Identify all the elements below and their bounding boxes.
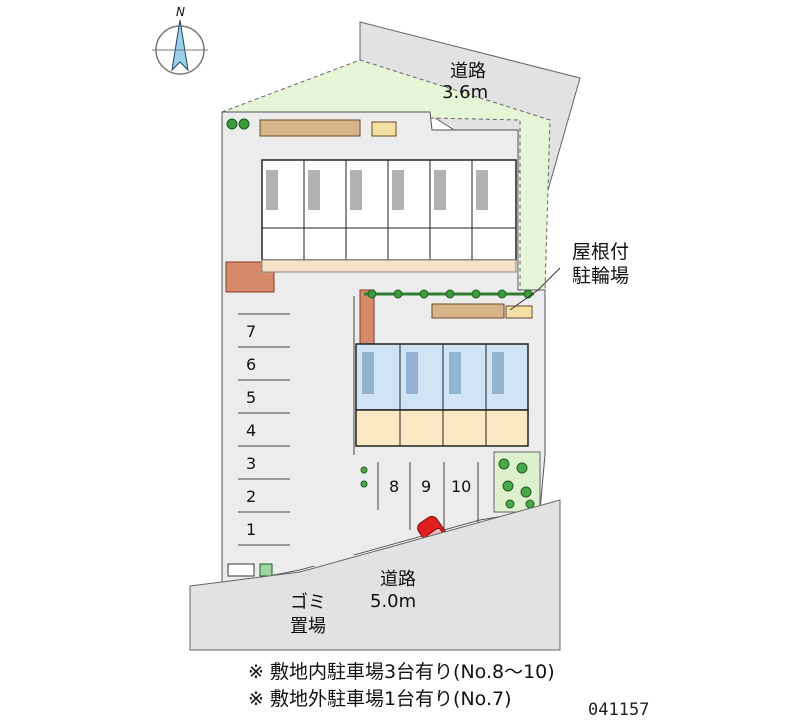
parking-stall-5: 5 <box>246 388 256 407</box>
building-lower <box>355 343 529 447</box>
north-road-name: 道路 <box>450 61 486 82</box>
bicycle-roof-label-2: 駐輪場 <box>572 265 629 287</box>
parking-note-offsite: ※ 敷地外駐車場1台有り(No.7) <box>248 688 512 710</box>
bicycle-roof-label-1: 屋根付 <box>572 241 629 263</box>
tree-icon <box>226 118 533 299</box>
planter-north <box>259 119 361 137</box>
parking-stall-10: 10 <box>451 477 471 496</box>
bike-rack-north <box>371 121 397 137</box>
parking-stall-9: 9 <box>421 477 431 496</box>
parking-note-onsite: ※ 敷地内駐車場3台有り(No.8～10) <box>248 661 555 683</box>
parking-stall-4: 4 <box>246 421 256 440</box>
south-road-name: 道路 <box>380 569 416 590</box>
parking-stall-7: 7 <box>246 322 256 341</box>
parking-stall-6: 6 <box>246 355 256 374</box>
parking-left <box>228 296 354 566</box>
north-arrow-icon: N <box>152 5 208 75</box>
garbage-area <box>227 563 255 577</box>
building-upper <box>261 159 517 273</box>
south-road-width: 5.0m <box>370 591 416 612</box>
compass-letter: N <box>176 5 185 19</box>
parking-stall-1: 1 <box>246 520 256 539</box>
north-road-width: 3.6m <box>442 82 488 103</box>
parking-stall-8: 8 <box>389 477 399 496</box>
property-code: 041157 <box>588 700 650 720</box>
garbage-label-1: ゴミ <box>290 592 326 613</box>
garbage-label-2: 置場 <box>290 616 326 637</box>
south-road <box>189 499 561 651</box>
bike-rack-south <box>505 305 533 319</box>
shrub-icon <box>360 458 535 509</box>
parking-stall-2: 2 <box>246 487 256 506</box>
parking-stall-3: 3 <box>246 454 256 473</box>
bicycle-roof <box>431 303 505 319</box>
